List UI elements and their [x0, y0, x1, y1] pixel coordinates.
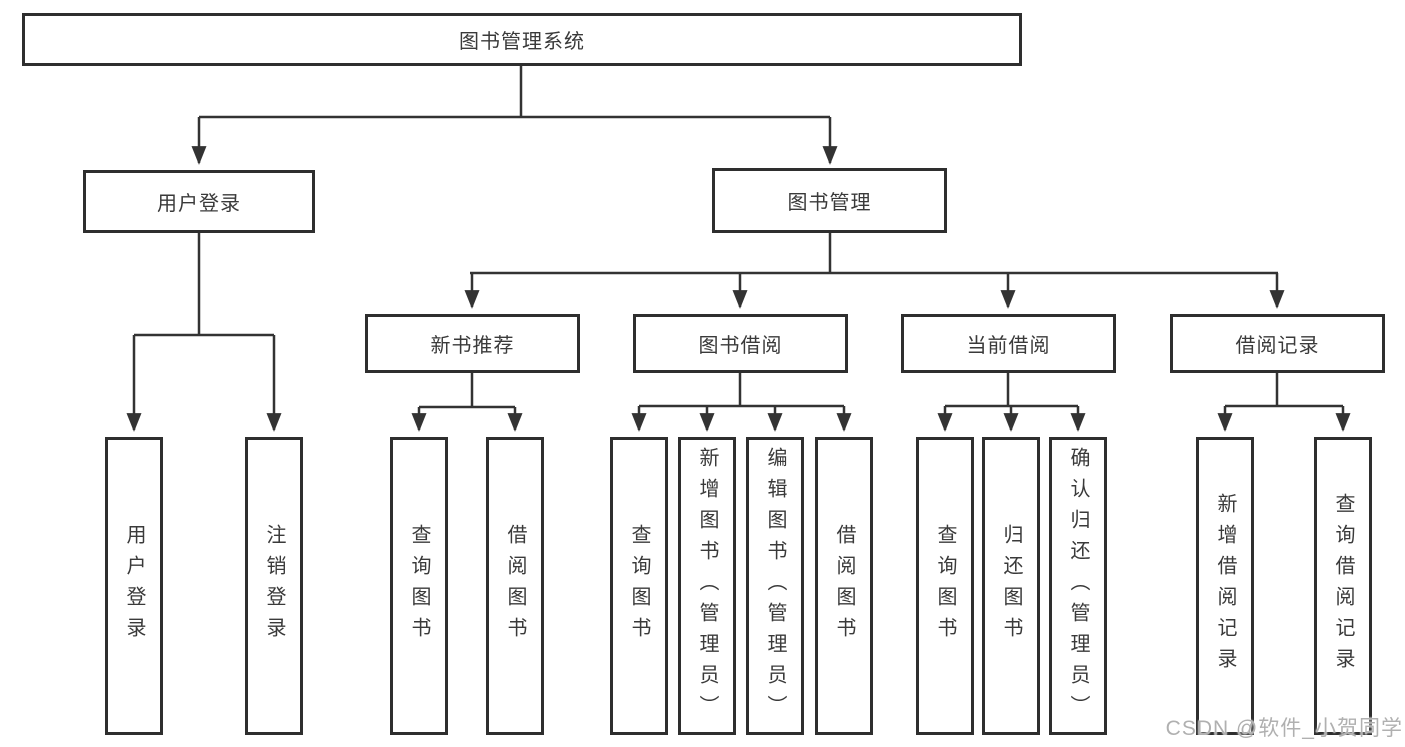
- leaf-logout: 注销登录: [245, 437, 303, 735]
- leaf-add-borrow-record-label: 新增借阅记录: [1214, 493, 1236, 679]
- node-root: 图书管理系统: [22, 13, 1022, 66]
- node-borrow-records-label: 借阅记录: [1235, 335, 1320, 357]
- leaf-confirm-return-admin: 确认归还（管理员）: [1049, 437, 1107, 735]
- node-book-management: 图书管理: [712, 168, 947, 233]
- node-new-book-recommend-label: 新书推荐: [430, 335, 515, 357]
- leaf-borrow-book-label: 借阅图书: [833, 524, 855, 648]
- node-user-login: 用户登录: [83, 170, 315, 233]
- node-book-borrow: 图书借阅: [633, 314, 848, 373]
- leaf-current-query-book-label: 查询图书: [934, 524, 956, 648]
- leaf-query-borrow-record-label: 查询借阅记录: [1332, 493, 1354, 679]
- leaf-query-borrow-record: 查询借阅记录: [1314, 437, 1372, 735]
- node-root-label: 图书管理系统: [459, 31, 585, 53]
- leaf-recommend-borrow-book-label: 借阅图书: [504, 524, 526, 648]
- leaf-user-login-label: 用户登录: [123, 524, 145, 648]
- node-book-borrow-label: 图书借阅: [698, 335, 783, 357]
- leaf-edit-book-admin: 编辑图书（管理员）: [746, 437, 804, 735]
- leaf-return-book-label: 归还图书: [1000, 524, 1022, 648]
- leaf-borrow-book: 借阅图书: [815, 437, 873, 735]
- leaf-return-book: 归还图书: [982, 437, 1040, 735]
- leaf-borrow-query-book-label: 查询图书: [628, 524, 650, 648]
- watermark-text: CSDN @软件_小贺同学: [1165, 717, 1403, 740]
- leaf-add-borrow-record: 新增借阅记录: [1196, 437, 1254, 735]
- node-borrow-records: 借阅记录: [1170, 314, 1385, 373]
- leaf-recommend-query-book-label: 查询图书: [408, 524, 430, 648]
- leaf-user-login: 用户登录: [105, 437, 163, 735]
- node-current-borrow-label: 当前借阅: [966, 335, 1051, 357]
- leaf-add-book-admin: 新增图书（管理员）: [678, 437, 736, 735]
- leaf-add-book-admin-label: 新增图书（管理员）: [696, 446, 718, 726]
- node-new-book-recommend: 新书推荐: [365, 314, 580, 373]
- node-current-borrow: 当前借阅: [901, 314, 1116, 373]
- leaf-borrow-query-book: 查询图书: [610, 437, 668, 735]
- watermark: CSDN @软件_小贺同学: [1166, 712, 1403, 742]
- leaf-recommend-borrow-book: 借阅图书: [486, 437, 544, 735]
- leaf-recommend-query-book: 查询图书: [390, 437, 448, 735]
- leaf-edit-book-admin-label: 编辑图书（管理员）: [764, 446, 786, 726]
- node-user-login-label: 用户登录: [157, 193, 241, 215]
- leaf-current-query-book: 查询图书: [916, 437, 974, 735]
- leaf-confirm-return-admin-label: 确认归还（管理员）: [1067, 446, 1089, 726]
- leaf-logout-label: 注销登录: [263, 524, 285, 648]
- node-book-management-label: 图书管理: [787, 192, 872, 214]
